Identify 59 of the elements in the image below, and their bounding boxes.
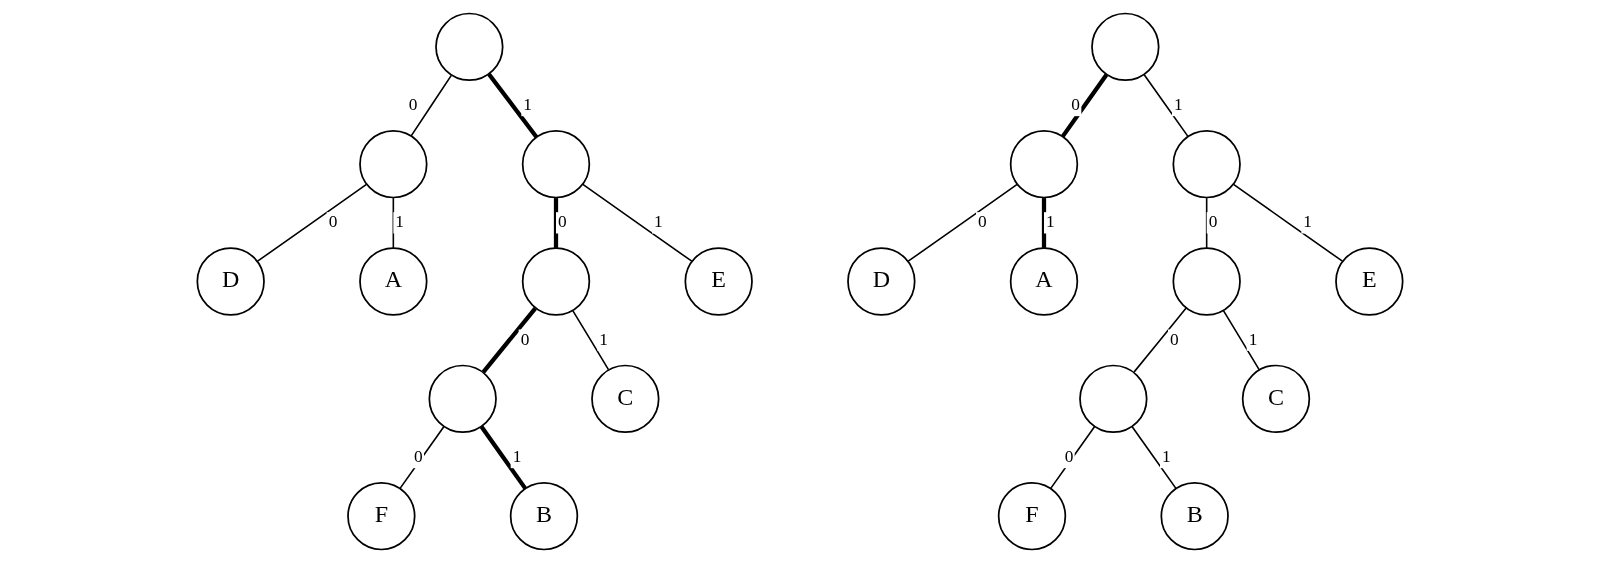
node-circle (1171, 129, 1241, 199)
node-circle (1171, 247, 1241, 316)
connector (481, 306, 537, 374)
node-circle: D (846, 247, 916, 316)
edge-label: 0 (1208, 212, 1217, 232)
connector (256, 183, 367, 262)
node-circle: C (1241, 364, 1310, 434)
node-circle: A (358, 247, 428, 316)
node-circle (358, 129, 428, 199)
edge-label: 1 (598, 329, 608, 349)
edge-label: 0 (520, 329, 529, 349)
edge-label: 1 (1045, 212, 1055, 232)
edge-label: 0 (408, 95, 417, 115)
connector (479, 425, 527, 490)
edge-label: 1 (1248, 329, 1257, 349)
node-circle (434, 12, 504, 82)
node-circle: B (509, 481, 578, 551)
connector (1049, 425, 1095, 490)
connector (581, 183, 693, 262)
edge-label: 0 (977, 212, 987, 232)
connector (1060, 73, 1108, 138)
edge-label: 0 (413, 447, 423, 467)
connector (398, 425, 445, 490)
connector (1132, 307, 1187, 373)
edge-label: 1 (1173, 95, 1183, 115)
connector (1142, 73, 1189, 138)
node-circle (1090, 12, 1160, 82)
edge-label: 1 (653, 212, 663, 232)
node-circle: E (1334, 247, 1404, 316)
node-circle: F (997, 481, 1066, 551)
connector (1205, 197, 1207, 249)
connector (1130, 425, 1177, 490)
connector (906, 183, 1018, 262)
edge-label: 1 (522, 95, 532, 115)
connector (486, 72, 538, 139)
edge-label: 0 (1169, 329, 1179, 349)
node-circle: D (195, 247, 265, 316)
node-circle: C (590, 364, 660, 434)
node-circle (1009, 129, 1078, 199)
edge-label: 1 (1302, 212, 1312, 232)
edge-label: 0 (1064, 447, 1073, 467)
node-circle (521, 247, 590, 316)
connector (1041, 198, 1046, 248)
edge-label: 0 (557, 212, 567, 232)
edge-label: 0 (1070, 95, 1080, 115)
node-circle (427, 364, 497, 434)
edge-label: 1 (1161, 447, 1171, 467)
node-circle: F (346, 481, 416, 551)
node-circle: A (1009, 247, 1078, 316)
connector (553, 198, 558, 248)
node-circle: E (683, 247, 753, 316)
connector (409, 74, 452, 137)
node-circle (521, 129, 590, 199)
node-circle (1078, 364, 1148, 434)
edge-label: 1 (512, 447, 521, 467)
node-circle: B (1159, 481, 1229, 551)
edge-label: 1 (394, 212, 404, 232)
connector (1232, 183, 1343, 262)
edge-label: 0 (328, 212, 337, 232)
